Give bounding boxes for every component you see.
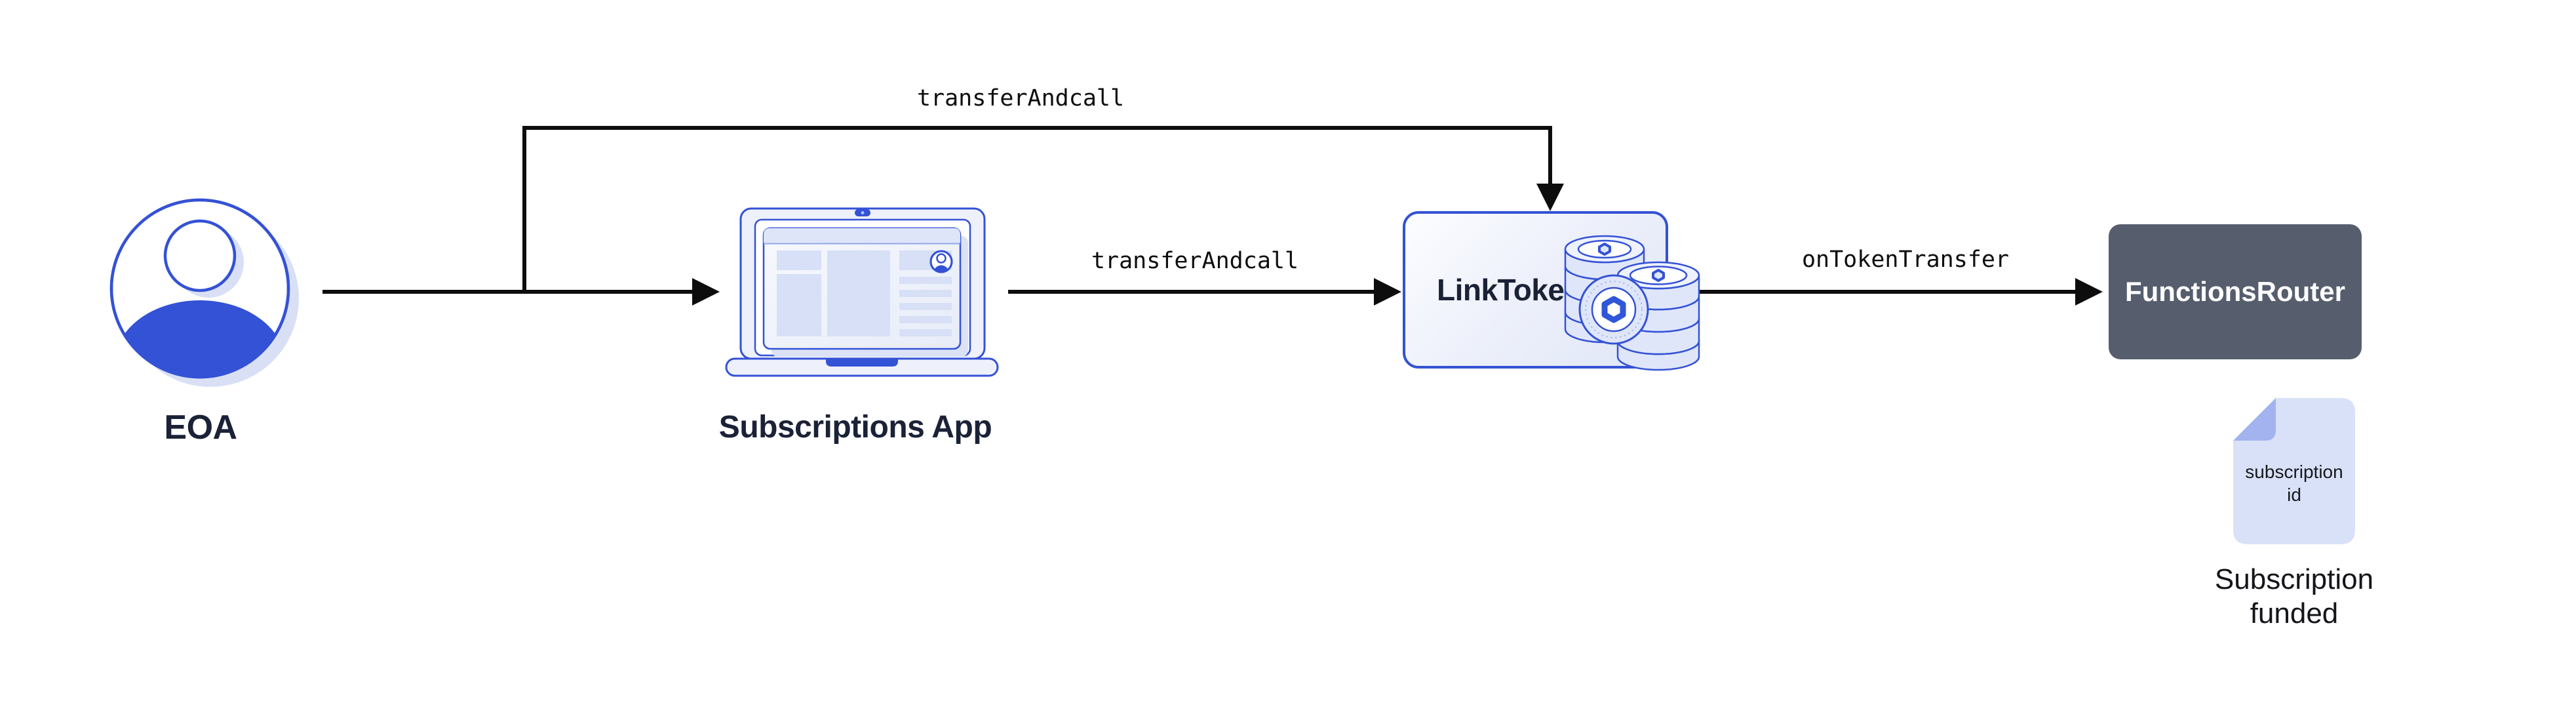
browser-avatar-icon xyxy=(929,250,953,273)
arrow-eoa-to-app xyxy=(322,278,720,306)
subscription-document-icon xyxy=(2233,398,2355,544)
edge-label-ontokentransfer: onTokenTransfer xyxy=(1801,247,2010,273)
functionsrouter-node: FunctionsRouter xyxy=(2109,224,2362,359)
arrow-app-to-linktoken xyxy=(1008,278,1401,306)
edge-label-transferandcall-top: transferAndcall xyxy=(916,85,1125,111)
chainlink-coin-icon xyxy=(1578,274,1649,345)
arrow-linktoken-to-router xyxy=(1685,278,2103,306)
eoa-user-icon xyxy=(109,198,299,387)
linktoken-node-label: LinkToken xyxy=(1437,273,1583,307)
functionsrouter-node-label: FunctionsRouter xyxy=(2125,276,2345,307)
edge-label-transferandcall-mid: transferAndcall xyxy=(1091,248,1299,274)
subscription-id-text: subscription id xyxy=(2245,462,2343,505)
document-fold-corner xyxy=(2233,398,2276,441)
laptop-icon xyxy=(725,207,999,377)
subscriptions-app-node-label: Subscriptions App xyxy=(718,410,992,445)
link-coins-icon xyxy=(1564,235,1700,371)
eoa-node-label: EOA xyxy=(164,409,237,447)
subscription-funded-caption: Subscription funded xyxy=(2214,563,2374,629)
